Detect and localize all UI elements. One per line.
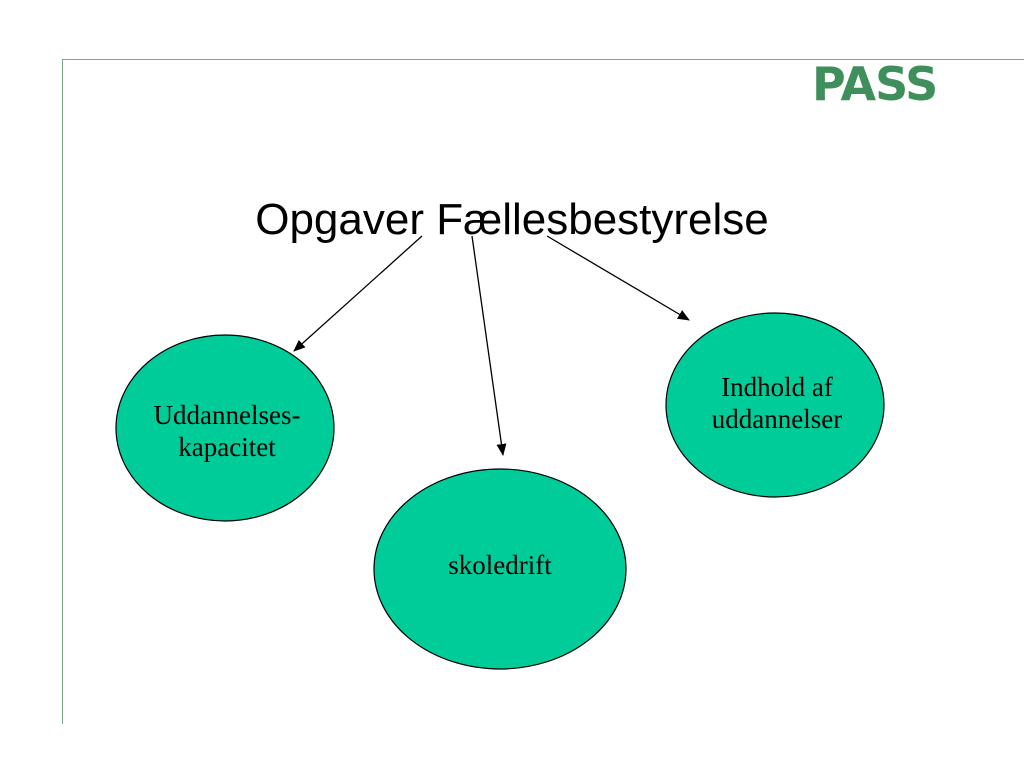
- arrow-to-skoledrift: [471, 235, 507, 456]
- arrow-to-indhold-af-uddannelser: [546, 235, 690, 321]
- node-ellipse-skoledrift: [373, 468, 627, 670]
- node-label-uddannelseskapacitet: Uddannelses- kapacitet: [117, 399, 337, 463]
- slide-frame-left-line: [62, 59, 63, 724]
- node-label-line: skoledrift: [448, 550, 552, 580]
- node-label-line: Uddannelses-: [153, 400, 301, 430]
- node-label-skoledrift: skoledrift: [390, 549, 610, 581]
- node-ellipse-uddannelseskapacitet: [115, 334, 335, 522]
- node-label-indhold-af-uddannelser: Indhold af uddannelser: [667, 371, 887, 435]
- slide-frame-top-line: [62, 59, 1024, 60]
- node-label-line: kapacitet: [178, 432, 276, 462]
- node-ellipse-indhold-af-uddannelser: [665, 312, 885, 498]
- node-label-line: uddannelser: [711, 404, 843, 434]
- arrow-to-uddannelseskapacitet: [293, 235, 423, 352]
- pass-logo: PASS: [812, 57, 938, 111]
- slide-title: Opgaver Fællesbestyrelse: [255, 195, 769, 244]
- node-label-line: Indhold af: [721, 372, 833, 402]
